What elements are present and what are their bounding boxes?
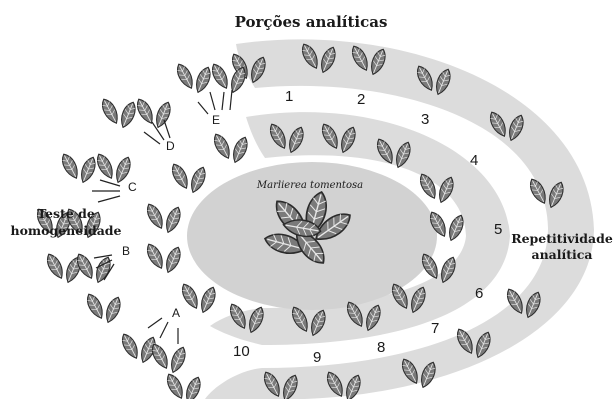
inner-band	[210, 112, 510, 345]
right-label-line2: analítica	[531, 247, 592, 262]
tick-line	[147, 317, 163, 329]
leaf-pair-icon	[164, 372, 204, 399]
leaf-pair-icon	[144, 242, 184, 275]
leaf-pair-icon	[144, 202, 184, 235]
sample-letter-e: E	[212, 113, 220, 127]
sample-letter-b: B	[122, 244, 130, 258]
sample-letter-d: D	[166, 139, 175, 153]
leaf-pair-icon	[84, 292, 124, 325]
tick-line	[103, 263, 115, 281]
tick-line	[151, 121, 165, 141]
leaf-pair-icon	[74, 252, 114, 285]
leaf-pair-icon	[174, 62, 214, 95]
tick-marks	[92, 89, 233, 344]
tick-line	[143, 131, 161, 145]
left-label-line2: homogeneidade	[10, 223, 121, 238]
portion-number-6: 6	[475, 285, 483, 302]
sample-letter-c: C	[128, 180, 137, 194]
portion-number-5: 5	[494, 221, 502, 238]
portion-number-10: 10	[233, 343, 250, 360]
leaf-pair-icon	[99, 97, 139, 130]
diagram-title: Porções analíticas	[235, 13, 388, 31]
tick-line	[95, 259, 113, 269]
tick-line	[197, 101, 209, 115]
leaf-pair-icon	[59, 152, 99, 185]
tick-line	[221, 91, 225, 111]
portion-number-8: 8	[377, 339, 385, 356]
portion-number-4: 4	[470, 152, 478, 169]
left-label-line1: Teste de	[37, 206, 95, 221]
leaf-pair-icon	[211, 132, 251, 165]
portion-number-1: 1	[285, 88, 293, 105]
portion-number-7: 7	[431, 320, 439, 337]
tick-line	[93, 254, 113, 259]
tick-line	[159, 321, 169, 339]
sample-letter-a: A	[172, 306, 180, 320]
portion-number-2: 2	[357, 91, 365, 108]
leaf-pair-icon	[169, 162, 209, 195]
tick-line	[229, 89, 233, 111]
portion-number-3: 3	[421, 111, 429, 128]
portion-number-9: 9	[313, 349, 321, 366]
tick-line	[99, 179, 121, 187]
right-label-line1: Repetitividade	[511, 231, 613, 246]
leaf-pair-icon	[149, 342, 189, 375]
tick-line	[163, 119, 171, 139]
center-species-label: Marlierea tomentosa	[256, 180, 363, 191]
tick-line	[97, 195, 121, 203]
tick-line	[209, 91, 216, 111]
leaf-pair-icon	[179, 282, 219, 315]
